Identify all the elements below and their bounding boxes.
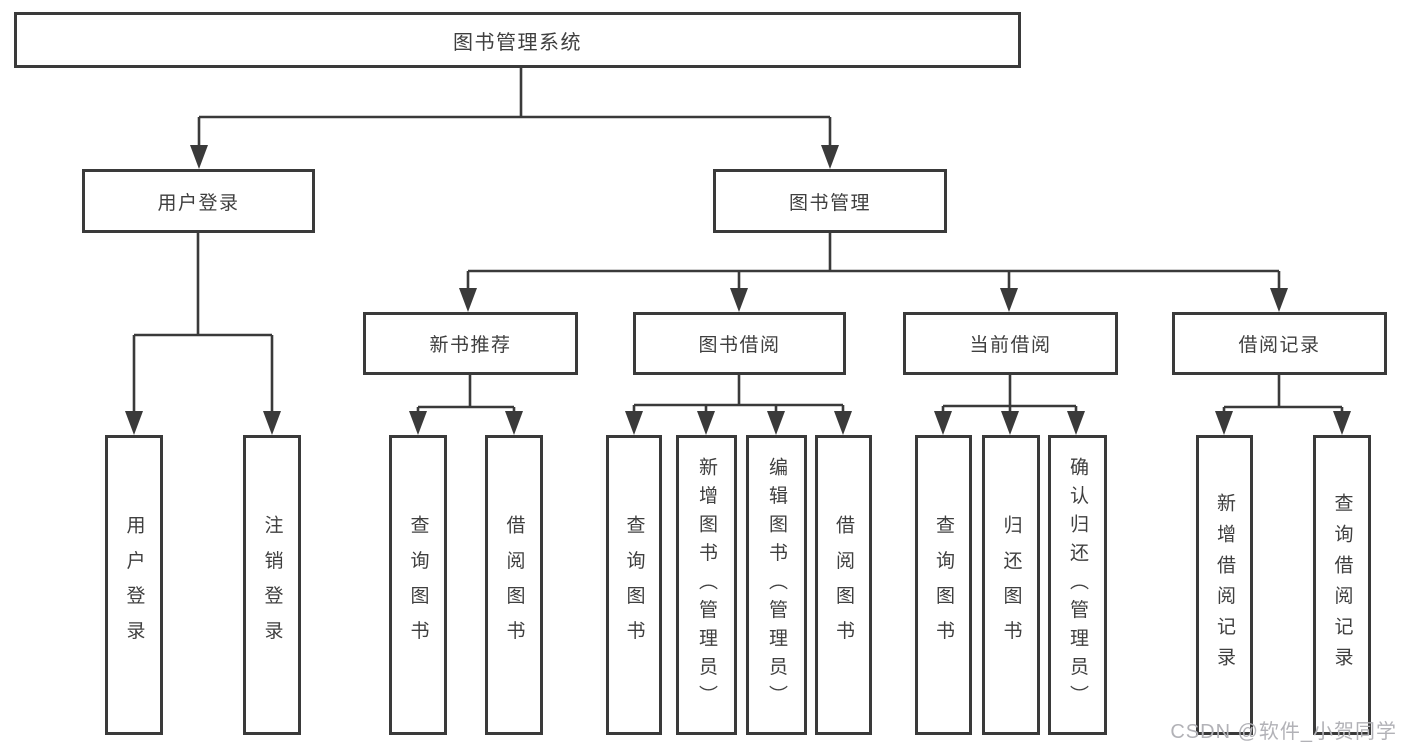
arrow-down-icon (190, 145, 208, 169)
node-label: 注销登录 (261, 514, 283, 656)
leaf-query-borrow-record: 查询借阅记录 (1313, 435, 1371, 735)
arrowheads (125, 145, 1351, 435)
watermark-text: CSDN @软件_小贺同学 (1170, 721, 1397, 743)
arrow-down-icon (1270, 288, 1288, 312)
leaf-edit-book-admin: 编辑图书（管理员） (746, 435, 807, 735)
leaf-add-book-admin: 新增图书（管理员） (676, 435, 737, 735)
arrow-down-icon (934, 411, 952, 435)
arrow-down-icon (767, 411, 785, 435)
connector-new-books-to-leaves (416, 375, 516, 413)
leaf-borrow-books-recommend: 借阅图书 (485, 435, 543, 735)
leaf-return-books: 归还图书 (982, 435, 1040, 735)
node-label: 借阅图书 (833, 514, 854, 656)
leaf-query-books-borrowing: 查询图书 (606, 435, 662, 735)
arrow-down-icon (1001, 411, 1019, 435)
connector-root-to-level1 (197, 68, 832, 147)
leaf-confirm-return-admin: 确认归还（管理员） (1048, 435, 1107, 735)
arrow-down-icon (697, 411, 715, 435)
arrow-down-icon (263, 411, 281, 435)
node-label: 新书推荐 (429, 335, 512, 356)
connector-current-to-leaves (941, 375, 1078, 413)
arrow-down-icon (625, 411, 643, 435)
node-label: 确认归还（管理员） (1067, 456, 1088, 714)
arrow-down-icon (505, 411, 523, 435)
node-label: 借阅记录 (1238, 335, 1321, 356)
node-user-login: 用户登录 (82, 169, 315, 233)
leaf-query-books-recommend: 查询图书 (389, 435, 447, 735)
node-current-borrowing: 当前借阅 (903, 312, 1118, 375)
connector-user-login-to-leaves (132, 233, 274, 413)
node-label: 用户登录 (123, 514, 145, 656)
arrow-down-icon (1215, 411, 1233, 435)
node-label: 当前借阅 (969, 335, 1052, 356)
leaf-user-login: 用户登录 (105, 435, 163, 735)
node-label: 查询借阅记录 (1331, 492, 1353, 678)
node-label: 查询图书 (407, 514, 429, 656)
leaf-logout: 注销登录 (243, 435, 301, 735)
node-book-management: 图书管理 (713, 169, 947, 233)
node-label: 图书借阅 (698, 335, 781, 356)
leaf-add-borrow-record: 新增借阅记录 (1196, 435, 1253, 735)
node-label: 图书管理系统 (453, 31, 582, 54)
arrow-down-icon (834, 411, 852, 435)
node-new-book-recommendation: 新书推荐 (363, 312, 578, 375)
node-label: 用户登录 (157, 192, 240, 214)
arrow-down-icon (1067, 411, 1085, 435)
node-label: 新增图书（管理员） (696, 456, 717, 714)
node-label: 借阅图书 (503, 514, 525, 656)
connector-lines (132, 68, 1344, 413)
arrow-down-icon (1000, 288, 1018, 312)
connector-borrowing-to-leaves (632, 375, 845, 413)
node-label: 新增借阅记录 (1214, 492, 1235, 678)
arrow-down-icon (821, 145, 839, 169)
arrow-down-icon (125, 411, 143, 435)
leaf-query-books-current: 查询图书 (915, 435, 972, 735)
node-label: 查询图书 (623, 514, 645, 656)
connector-records-to-leaves (1222, 375, 1344, 413)
node-book-borrowing: 图书借阅 (633, 312, 846, 375)
node-label: 图书管理 (788, 192, 871, 214)
node-borrowing-records: 借阅记录 (1172, 312, 1387, 375)
arrow-down-icon (730, 288, 748, 312)
arrow-down-icon (459, 288, 477, 312)
node-library-management-system: 图书管理系统 (14, 12, 1021, 68)
arrow-down-icon (409, 411, 427, 435)
arrow-down-icon (1333, 411, 1351, 435)
node-label: 归还图书 (1000, 514, 1022, 656)
node-label: 编辑图书（管理员） (766, 456, 787, 714)
leaf-borrow-books: 借阅图书 (815, 435, 872, 735)
node-label: 查询图书 (933, 514, 954, 656)
connector-book-mgmt-to-level2 (466, 233, 1281, 290)
